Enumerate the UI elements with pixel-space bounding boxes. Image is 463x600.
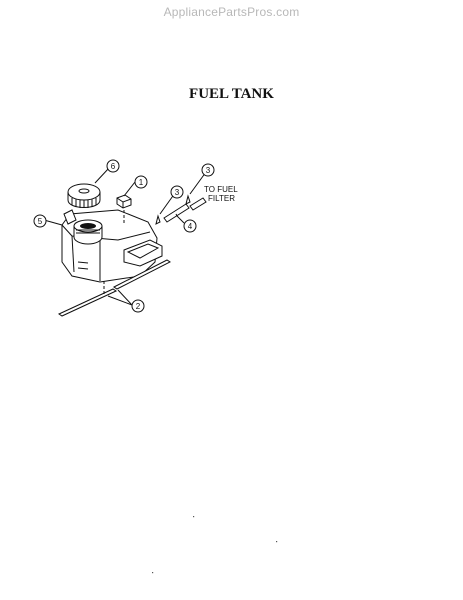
callout-2-label: 2 — [136, 302, 141, 311]
callout-1-label: 1 — [139, 178, 144, 187]
diagram-title: FUEL TANK — [189, 86, 274, 102]
callout-4: 4 — [183, 219, 197, 233]
callout-3b: 3 — [201, 163, 215, 177]
callout-6-label: 6 — [111, 162, 116, 171]
annotation-line-1: TO FUEL — [204, 185, 238, 194]
fuel-cap — [67, 183, 101, 208]
clamps — [155, 194, 191, 225]
fuel-line — [163, 197, 207, 223]
annotation-line-2: FILTER — [208, 194, 235, 203]
callout-3b-label: 3 — [206, 166, 211, 175]
filler-neck — [73, 219, 103, 245]
callout-3a: 3 — [170, 185, 184, 199]
callout-5: 5 — [33, 214, 47, 228]
callout-4-label: 4 — [188, 222, 193, 231]
scan-specks — [152, 516, 278, 574]
callout-5-label: 5 — [38, 217, 43, 226]
callout-6: 6 — [106, 159, 120, 173]
callout-3a-label: 3 — [175, 188, 180, 197]
alignment-lines — [103, 210, 125, 296]
callout-1: 1 — [134, 175, 148, 189]
callout-2: 2 — [131, 299, 145, 313]
part-1 — [116, 194, 132, 209]
watermark: AppliancePartsPros.com — [163, 5, 300, 19]
mounting-strips — [57, 259, 171, 317]
